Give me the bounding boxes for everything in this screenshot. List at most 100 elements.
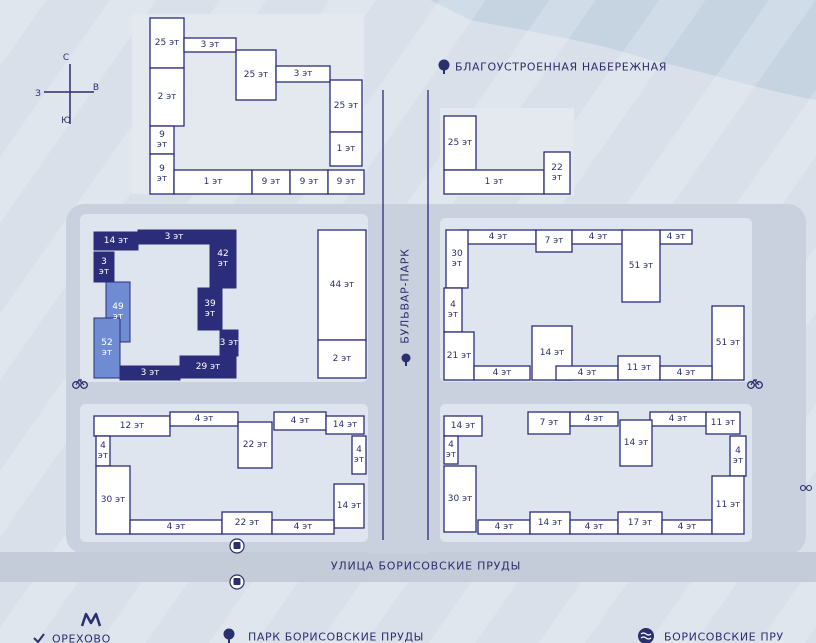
building-floors-label: 11 эт (711, 418, 736, 428)
building[interactable] (183, 37, 237, 53)
tree-icon (438, 59, 450, 74)
building[interactable] (149, 67, 185, 127)
building[interactable] (351, 435, 367, 475)
building[interactable] (617, 355, 661, 381)
building-floors-label: 14 эт (337, 501, 362, 511)
building-floors-label: 4 эт (495, 522, 514, 532)
building[interactable] (149, 125, 175, 155)
building-floors-label: 1 эт (337, 144, 356, 154)
building-floors-label: 25 эт (244, 70, 269, 80)
building[interactable] (289, 169, 329, 195)
building[interactable] (325, 415, 365, 435)
building[interactable] (443, 331, 475, 381)
building[interactable] (327, 169, 365, 195)
building-floors-label: 14 эт (333, 420, 358, 430)
building-floors-label: 30 эт (101, 495, 126, 505)
building-floors-label: 11 эт (627, 363, 652, 373)
water-icon (638, 628, 654, 643)
building-floors-label: 29 эт (196, 362, 221, 372)
building[interactable] (329, 79, 363, 133)
building[interactable] (149, 17, 185, 69)
compass-north: С (63, 53, 69, 63)
metro-icon (80, 612, 102, 627)
quarter-se (440, 404, 752, 542)
building[interactable] (569, 411, 619, 427)
building[interactable] (197, 287, 223, 331)
bus-icon (229, 574, 245, 590)
building-floors-label: 4 эт (677, 368, 696, 378)
building-floors-label: 3 эт (294, 69, 313, 79)
building[interactable] (619, 419, 653, 467)
building[interactable] (317, 229, 367, 341)
poi-park: ПАРК БОРИСОВСКИЕ ПРУДЫ (248, 631, 424, 643)
street-boulevard-label: БУЛЬВАР-ПАРК (399, 248, 412, 344)
building-floors-label: 4 эт (167, 522, 186, 532)
poi-ponds: БОРИСОВСКИЕ ПРУ (664, 631, 784, 643)
building[interactable] (317, 339, 367, 379)
building[interactable] (179, 355, 237, 379)
building[interactable] (209, 229, 237, 289)
building[interactable] (271, 519, 335, 535)
main-street (0, 552, 816, 582)
building-floors-label: 4 эт (667, 232, 686, 242)
building[interactable] (251, 169, 291, 195)
building[interactable] (329, 131, 363, 167)
building[interactable] (443, 435, 459, 465)
poi-embankment: БЛАГОУСТРОЕННАЯ НАБЕРЕЖНАЯ (455, 61, 667, 74)
building[interactable] (149, 153, 175, 195)
compass-south: Ю (61, 116, 71, 126)
building[interactable] (711, 305, 745, 381)
building[interactable] (235, 49, 277, 101)
building[interactable] (443, 465, 477, 533)
building-floors-label: 51 эт (629, 261, 654, 271)
building[interactable] (705, 411, 741, 435)
building[interactable] (333, 483, 365, 529)
building-floors-label: 3 эт (201, 40, 220, 50)
building[interactable] (275, 65, 331, 83)
compass-east: В (93, 83, 99, 93)
building[interactable] (711, 475, 745, 535)
building[interactable] (443, 169, 545, 195)
boulevard-road (367, 204, 429, 554)
building-floors-label: 3 эт (165, 232, 184, 242)
building[interactable] (443, 415, 483, 437)
building-floors-label: 17 эт (628, 518, 653, 528)
building-floors-label: 21 эт (447, 351, 472, 361)
building-floors-label: 9 эт (337, 177, 356, 187)
building[interactable] (95, 465, 131, 535)
building-floors-label: 14 эт (104, 236, 129, 246)
tree-icon (401, 353, 411, 366)
building-floors-label: 22 эт (243, 440, 268, 450)
building-floors-label: 2 эт (158, 92, 177, 102)
building-floors-label: 4 эт (669, 414, 688, 424)
building-floors-label: 51 эт (716, 338, 741, 348)
building[interactable] (237, 421, 273, 469)
building-floors-label: 4 эт (291, 416, 310, 426)
quarter-sw (80, 404, 368, 542)
building[interactable] (621, 229, 661, 303)
building-floors-label: 14 эт (451, 421, 476, 431)
building-floors-label: 4 эт (585, 414, 604, 424)
building[interactable] (473, 365, 531, 381)
compass-icon: С Ю В З (35, 53, 99, 126)
building[interactable] (543, 151, 571, 195)
building-floors-label: 30 эт (448, 494, 473, 504)
building[interactable] (173, 169, 253, 195)
bike-icon (72, 379, 88, 389)
building[interactable] (93, 317, 121, 379)
building[interactable] (169, 411, 239, 427)
building-floors-label: 4 эт (195, 414, 214, 424)
building-floors-label: 7 эт (540, 418, 559, 428)
building[interactable] (659, 365, 713, 381)
building-floors-label: 4 эт (678, 522, 697, 532)
building[interactable] (93, 251, 115, 283)
building-floors-label: 14 эт (624, 438, 649, 448)
